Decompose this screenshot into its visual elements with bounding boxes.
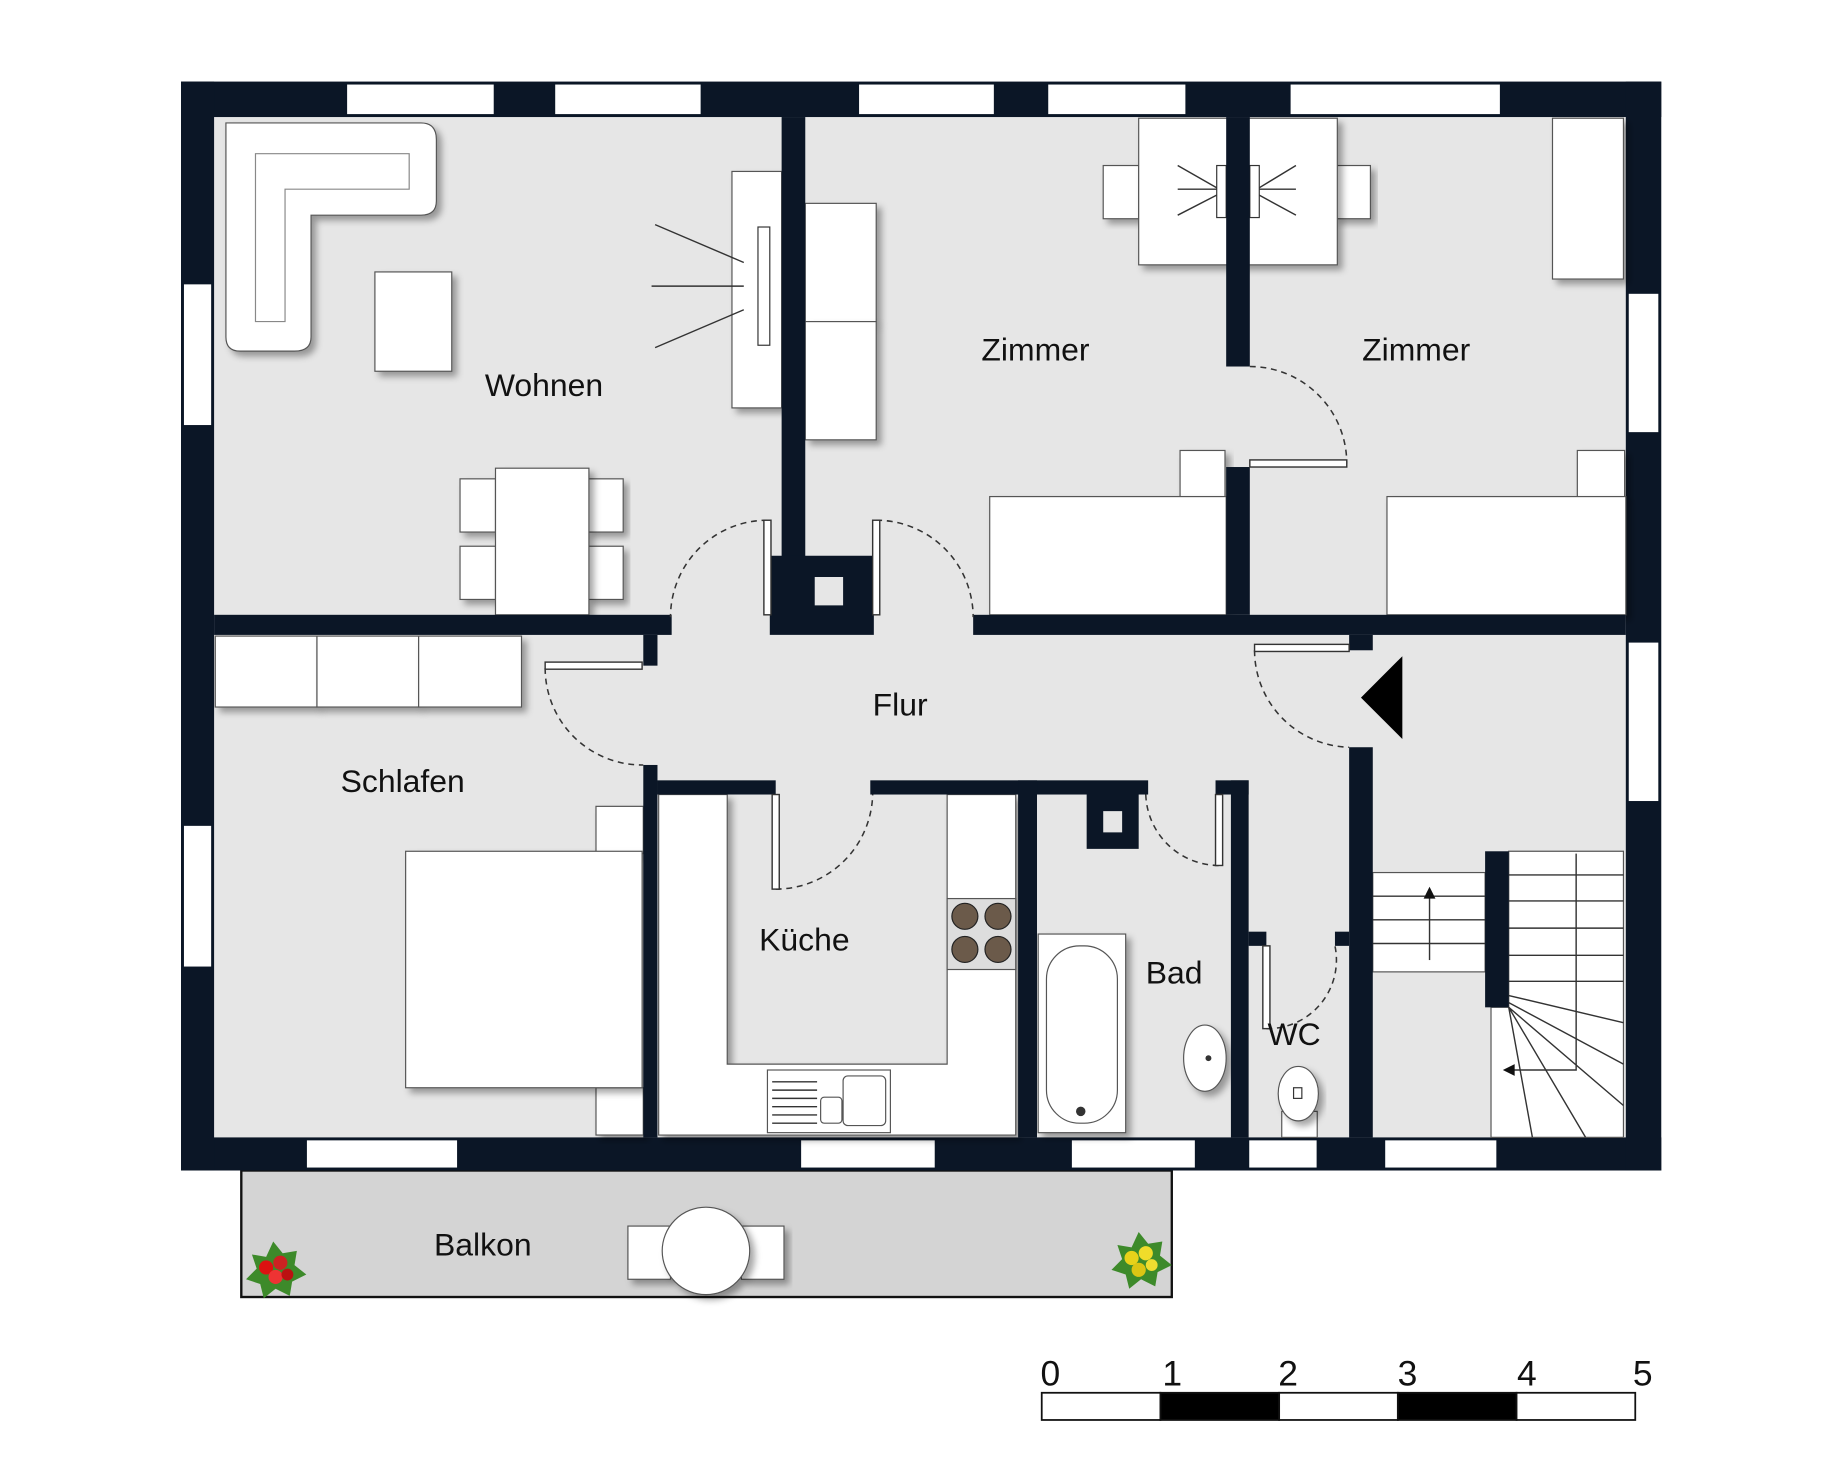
room-label-zimmer: Zimmer: [1362, 332, 1470, 368]
furniture: [214, 117, 1627, 1138]
room-label-balkon: Balkon: [434, 1227, 532, 1263]
room-label-schlafen: Schlafen: [341, 763, 465, 799]
scale-label: 3: [1398, 1354, 1418, 1394]
scale-bar: 0 1 2 3 4 5: [1041, 1354, 1653, 1421]
staircase: [1372, 850, 1625, 1138]
doors: [544, 365, 1350, 1030]
room-label-zimmer: Zimmer: [981, 332, 1089, 368]
room-label-kueche: Küche: [759, 922, 849, 958]
scale-label: 5: [1633, 1354, 1653, 1394]
scale-label: 1: [1162, 1354, 1182, 1394]
plant-icon: [246, 1241, 307, 1299]
balcony-furniture: [627, 1206, 785, 1296]
interior-walls: [214, 117, 1626, 1138]
plant-icon: [1111, 1231, 1172, 1289]
room-label-flur: Flur: [873, 686, 928, 722]
scale-label: 2: [1278, 1354, 1298, 1394]
windows: [182, 83, 1660, 1169]
room-label-wohnen: Wohnen: [485, 367, 603, 403]
room-label-bad: Bad: [1146, 955, 1203, 991]
room-label-wc: WC: [1268, 1016, 1321, 1052]
scale-label: 4: [1517, 1354, 1537, 1394]
scale-label: 0: [1041, 1354, 1061, 1394]
